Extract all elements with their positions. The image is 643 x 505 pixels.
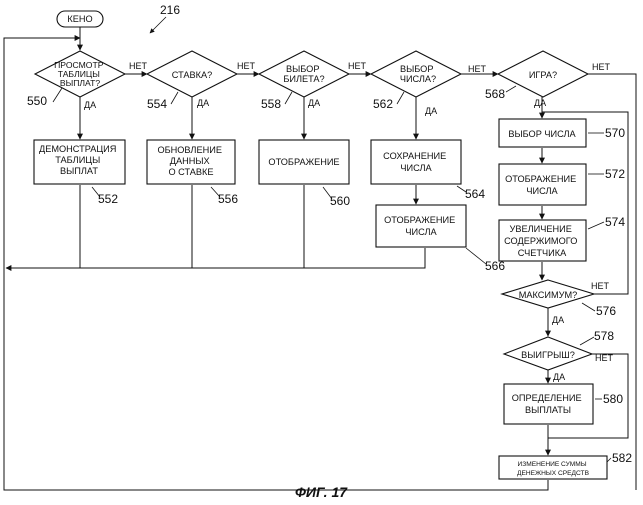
- box-560: ОТОБРАЖЕНИЕ 560: [259, 140, 350, 208]
- decision-550-yes-label: ДА: [84, 100, 96, 110]
- ref-574: 574: [605, 215, 625, 229]
- start-terminal-label: КЕНО: [67, 14, 92, 24]
- decision-550-no-label: НЕТ: [129, 61, 148, 71]
- box-572: ОТОБРАЖЕНИЕ ЧИСЛА 572: [499, 164, 625, 205]
- decision-558: ВЫБОР БИЛЕТА? 558 НЕТ ДА: [259, 51, 367, 111]
- decision-562-yes-label: ДА: [425, 106, 437, 116]
- box-580: ОПРЕДЕЛЕНИЕ ВЫПЛАТЫ 580: [504, 384, 623, 424]
- decision-550: ПРОСМОТР ТАБЛИЦЫ ВЫПЛАТ? 550 НЕТ ДА: [27, 51, 148, 110]
- ref-550: 550: [27, 94, 47, 108]
- ref-578-leader: [580, 337, 594, 345]
- decision-554-no-label: НЕТ: [237, 61, 256, 71]
- decision-568-yes-label: ДА: [534, 98, 546, 108]
- ref-568-leader: [506, 86, 516, 92]
- box-570-text: ВЫБОР ЧИСЛА: [508, 129, 576, 139]
- box-582: ИЗМЕНЕНИЕ СУММЫ ДЕНЕЖНЫХ СРЕДСТВ 582: [499, 451, 632, 479]
- box-566-shape: [376, 205, 466, 247]
- ref-580: 580: [603, 392, 623, 406]
- decision-554-yes-label: ДА: [197, 98, 209, 108]
- decision-568: ИГРА? 568 НЕТ ДА: [485, 51, 611, 108]
- ref-576-leader: [582, 303, 595, 311]
- figure-ref: 216: [160, 3, 180, 17]
- ref-556: 556: [218, 192, 238, 206]
- decision-558-yes-label: ДА: [308, 98, 320, 108]
- decision-568-no-label: НЕТ: [592, 62, 611, 72]
- box-580-shape: [504, 384, 593, 424]
- decision-578-yes-label: ДА: [553, 372, 565, 382]
- ref-582: 582: [612, 451, 632, 465]
- ref-554-leader: [171, 92, 178, 104]
- box-566: ОТОБРАЖЕНИЕ ЧИСЛА 566: [376, 205, 505, 273]
- decision-576-no-label: НЕТ: [591, 281, 610, 291]
- ref-564: 564: [465, 187, 485, 201]
- start-terminal: КЕНО: [57, 11, 103, 27]
- decision-562: ВЫБОР ЧИСЛА? 562 НЕТ ДА: [371, 51, 487, 116]
- decision-554-text: СТАВКА?: [172, 70, 212, 80]
- decision-576: МАКСИМУМ? 576 НЕТ ДА: [502, 280, 616, 325]
- decision-578: ВЫИГРЫШ? 578 НЕТ ДА: [504, 329, 614, 382]
- ref-558: 558: [261, 97, 281, 111]
- box-570: ВЫБОР ЧИСЛА 570: [499, 119, 625, 147]
- decision-550-text: ПРОСМОТР ТАБЛИЦЫ ВЫПЛАТ?: [54, 60, 106, 88]
- ref-562-leader: [397, 92, 404, 104]
- decision-576-text: МАКСИМУМ?: [519, 290, 578, 300]
- box-560-text: ОТОБРАЖЕНИЕ: [268, 157, 339, 167]
- ref-568: 568: [485, 87, 505, 101]
- ref-560-leader: [323, 187, 332, 199]
- decision-562-no-label: НЕТ: [468, 64, 487, 74]
- figure-ref-leader: [150, 17, 166, 33]
- decision-578-no-label: НЕТ: [595, 353, 614, 363]
- decision-578-text: ВЫИГРЫШ?: [521, 350, 575, 360]
- box-564: СОХРАНЕНИЕ ЧИСЛА 564: [371, 140, 485, 201]
- ref-578: 578: [594, 329, 614, 343]
- box-556: ОБНОВЛЕНИЕ ДАННЫХ О СТАВКЕ 556: [147, 140, 238, 206]
- ref-562: 562: [373, 97, 393, 111]
- ref-574-leader: [588, 222, 604, 229]
- decision-576-yes-label: ДА: [552, 315, 564, 325]
- decision-558-no-label: НЕТ: [348, 61, 367, 71]
- ref-558-leader: [285, 92, 292, 104]
- figure-caption: ФИГ. 17: [295, 484, 348, 500]
- ref-554: 554: [147, 97, 167, 111]
- ref-570: 570: [605, 126, 625, 140]
- ref-560: 560: [330, 194, 350, 208]
- decision-558-text: ВЫБОР БИЛЕТА?: [283, 64, 324, 84]
- box-574: УВЕЛИЧЕНИЕ СОДЕРЖИМОГО СЧЕТЧИКА 574: [499, 215, 625, 261]
- decision-562-text: ВЫБОР ЧИСЛА?: [400, 64, 436, 84]
- ref-572: 572: [605, 167, 625, 181]
- ref-576: 576: [596, 304, 616, 318]
- ref-552: 552: [98, 192, 118, 206]
- box-564-shape: [371, 140, 461, 184]
- figure-ref-group: 216: [150, 3, 180, 33]
- ref-550-leader: [53, 88, 62, 102]
- ref-566-leader: [466, 248, 486, 264]
- ref-582-leader: [607, 458, 611, 462]
- decision-568-text: ИГРА?: [529, 70, 557, 80]
- connector-566-return: [6, 248, 425, 268]
- box-572-shape: [499, 164, 586, 205]
- decision-554: СТАВКА? 554 НЕТ ДА: [147, 51, 256, 111]
